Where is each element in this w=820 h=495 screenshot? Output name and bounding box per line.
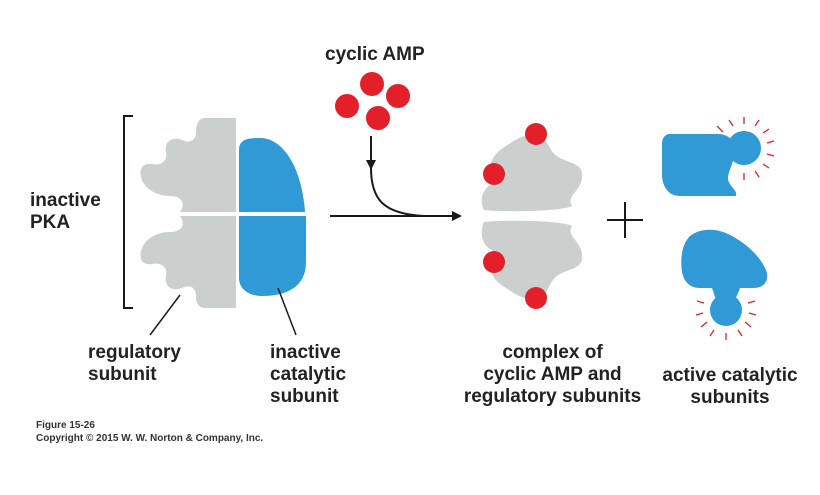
regulatory-subunit-label: regulatory subunit bbox=[88, 342, 181, 386]
active-catalytic-label: active catalytic subunits bbox=[650, 365, 810, 409]
inactive-regulatory-subunits bbox=[140, 118, 236, 308]
reaction-arrow bbox=[330, 136, 452, 217]
reaction-arrowhead bbox=[452, 211, 462, 221]
activity-rays-top bbox=[716, 117, 775, 180]
inactive-catalytic-subunits bbox=[239, 138, 306, 296]
camp-arrowhead bbox=[366, 160, 376, 170]
leader-lines bbox=[149, 287, 297, 336]
cyclic-amp-label: cyclic AMP bbox=[325, 44, 425, 65]
active-catalytic-line-1: active catalytic bbox=[662, 365, 798, 386]
inactive-pka-line-2: PKA bbox=[30, 212, 71, 233]
inactive-catalytic-line-2: catalytic bbox=[270, 364, 347, 385]
bound-cyclic-amp bbox=[483, 123, 547, 309]
complex-label: complex of cyclic AMP and regulatory sub… bbox=[450, 342, 655, 408]
copyright-notice: Copyright © 2015 W. W. Norton & Company,… bbox=[36, 433, 264, 444]
inactive-pka-line-1: inactive bbox=[30, 190, 101, 211]
plus-sign bbox=[607, 202, 643, 238]
activity-rays-bottom bbox=[695, 300, 757, 340]
inactive-catalytic-line-1: inactive bbox=[270, 342, 341, 363]
cyclic-amp-molecules bbox=[335, 72, 410, 130]
inactive-catalytic-subunit-label: inactive catalytic subunit bbox=[270, 342, 346, 408]
complex-line-2: cyclic AMP and bbox=[483, 364, 622, 385]
active-catalytic-line-2: subunits bbox=[690, 387, 770, 408]
regulatory-subunit-line-1: regulatory bbox=[88, 342, 181, 363]
complex-regulatory-subunits bbox=[481, 134, 583, 300]
inactive-pka-label: inactive PKA bbox=[30, 190, 101, 234]
inactive-catalytic-line-3: subunit bbox=[270, 386, 339, 407]
active-catalytic-subunit-bottom bbox=[681, 229, 768, 340]
figure-number: Figure 15-26 bbox=[36, 420, 95, 431]
active-catalytic-subunit-top bbox=[662, 117, 775, 196]
pka-bracket bbox=[123, 115, 133, 309]
regulatory-subunit-line-2: subunit bbox=[88, 364, 157, 385]
complex-line-3: regulatory subunits bbox=[463, 386, 642, 407]
complex-line-1: complex of bbox=[502, 342, 603, 363]
